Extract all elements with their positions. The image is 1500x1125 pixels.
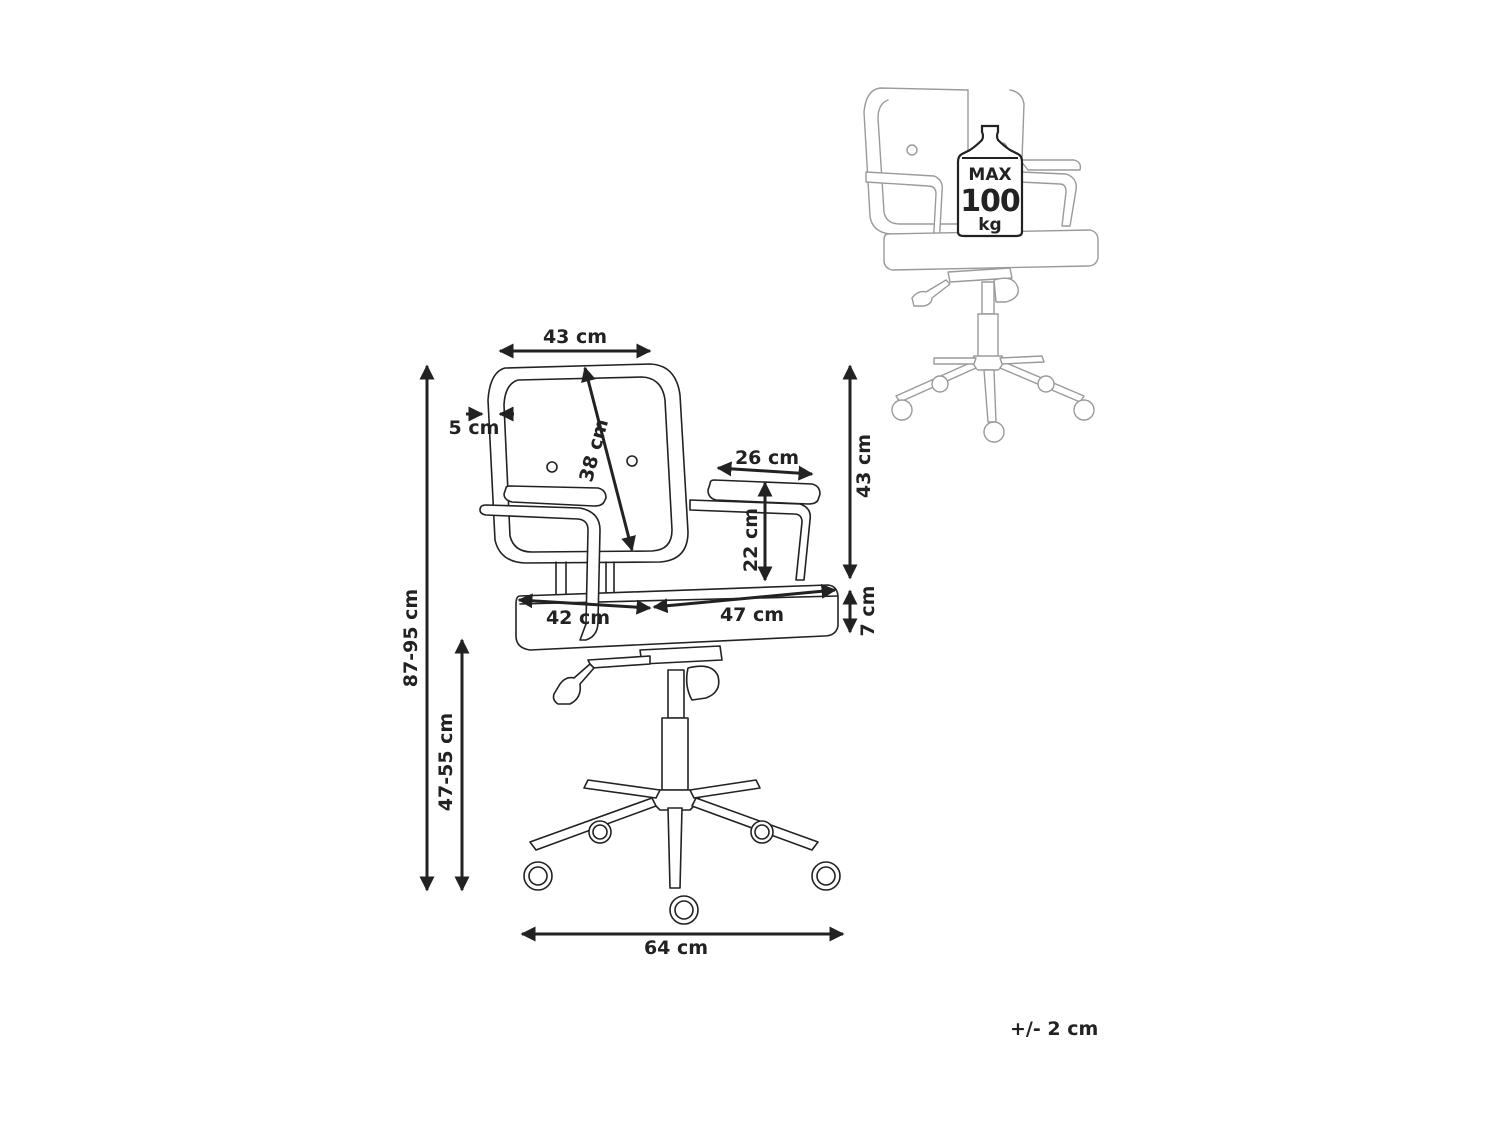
weight-icon bbox=[956, 124, 1024, 238]
dim-line-seat-width bbox=[517, 593, 652, 615]
label-armrest-height: 22 cm bbox=[740, 508, 762, 572]
max-weight-badge: MAX 100 kg bbox=[956, 124, 1024, 238]
dimension-labels: 43 cm 5 cm 38 cm 26 cm 22 cm 43 cm 7 cm … bbox=[400, 326, 879, 959]
label-seat-depth: 47 cm bbox=[720, 604, 784, 626]
badge-value: 100 bbox=[960, 184, 1020, 219]
label-back-thickness: 5 cm bbox=[449, 417, 500, 439]
label-armrest-length: 26 cm bbox=[735, 447, 799, 469]
dim-line-back-height bbox=[581, 366, 636, 552]
dim-line-seat-depth bbox=[652, 583, 837, 614]
label-seat-thickness: 7 cm bbox=[857, 586, 879, 637]
label-width-back: 43 cm bbox=[543, 326, 607, 348]
tolerance-note: +/- 2 cm bbox=[1010, 1018, 1099, 1040]
preview-chair-illustration bbox=[863, 87, 1099, 443]
label-seat-width: 42 cm bbox=[546, 607, 610, 629]
label-backrest-height-right: 43 cm bbox=[853, 434, 875, 498]
badge-unit: kg bbox=[978, 215, 1001, 235]
label-seat-height: 47-55 cm bbox=[435, 713, 457, 811]
dimension-lines bbox=[419, 343, 858, 942]
dim-line-armrest-length bbox=[716, 461, 814, 481]
label-base-width: 64 cm bbox=[644, 937, 708, 959]
badge-max: MAX bbox=[968, 165, 1011, 185]
label-total-height: 87-95 cm bbox=[400, 589, 422, 687]
